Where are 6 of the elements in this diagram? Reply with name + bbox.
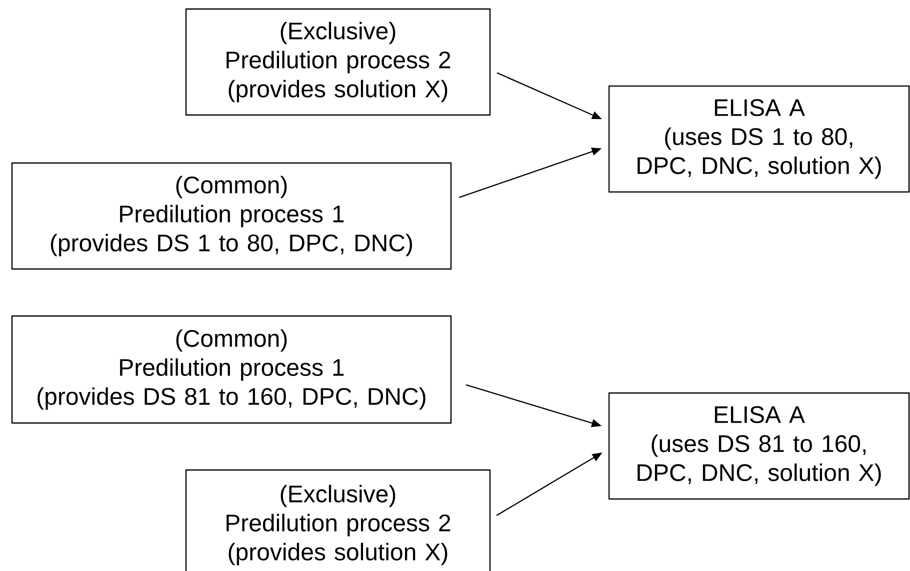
process-box: (Exclusive) Predilution process 2 (provides solution X) (185, 8, 491, 116)
process-box: ELISA A (uses DS 1 to 80, DPC, DNC, solution X) (608, 85, 910, 193)
process-box: (Common) Predilution process 1 (provides DS 81 to 160, DPC, DNC) (11, 315, 452, 424)
process-box: (Common) Predilution process 1 (provides DS 1 to 80, DPC, DNC) (11, 162, 452, 270)
process-box: ELISA A (uses DS 81 to 160, DPC, DNC, solution X) (608, 392, 910, 500)
process-box: (Exclusive) Predilution process 2 (provides solution X) (185, 469, 491, 571)
